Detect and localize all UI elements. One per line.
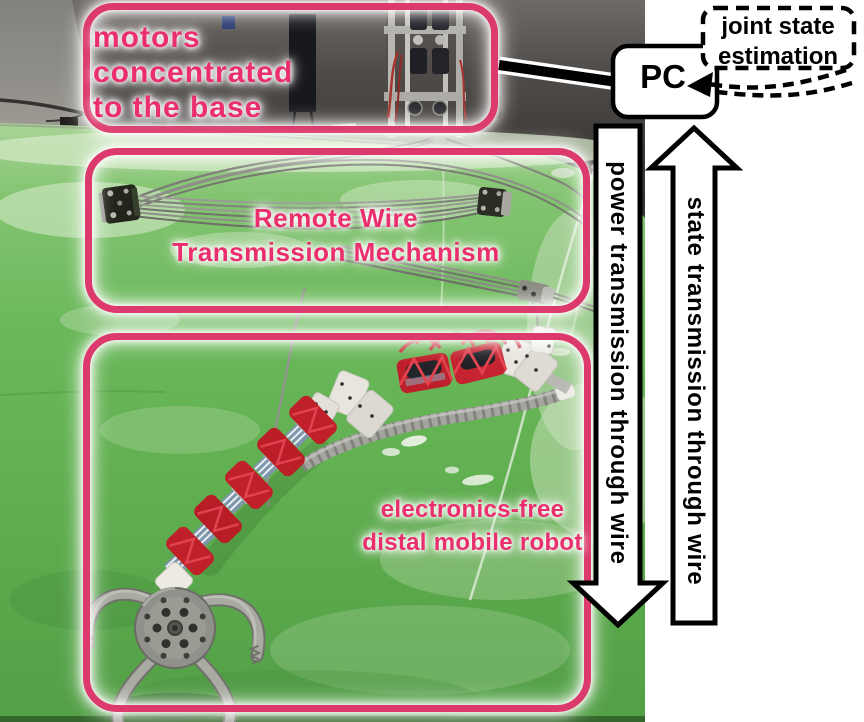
pc-label: PC [640, 58, 686, 95]
wall-device [222, 16, 235, 29]
motor-tower [384, 0, 467, 138]
wire-carriage-left [98, 184, 141, 224]
label-line: concentrated [93, 56, 294, 89]
horizontal-wire-bundle [132, 193, 489, 230]
floor-cable [0, 98, 87, 116]
label-remote-wire-mechanism: Remote Wire Transmission Mechanism [86, 201, 586, 269]
red-cable [386, 51, 400, 119]
label-line: motors [93, 21, 201, 54]
highlight-box-motors [83, 3, 498, 133]
label-line: electronics-free [380, 496, 565, 523]
label-line: Transmission Mechanism [172, 237, 500, 267]
label-electronics-free-robot: electronics-free distal mobile robot [330, 493, 615, 559]
estimation-label-line2: estimation [718, 43, 838, 70]
estimation-label-line1: joint state [720, 13, 834, 40]
red-segment [194, 494, 242, 544]
red-segment [225, 460, 273, 510]
concrete-floor [0, 0, 98, 130]
label-line: Remote Wire [253, 203, 419, 233]
label-motors-concentrated: motors concentrated to the base [93, 20, 293, 125]
state-arrow-label: state transmission through wire [682, 197, 709, 586]
gripper-hub [134, 586, 216, 669]
wire-carriage-right [477, 187, 512, 217]
wire-bundles [132, 137, 602, 508]
wire-carriage-distal [516, 279, 555, 305]
label-line: distal mobile robot [362, 529, 583, 556]
joint-state-estimation-node: joint state estimation [700, 5, 857, 71]
red-segment [257, 427, 305, 477]
estimation-to-pc-dashed-arrow [687, 67, 853, 98]
red-segment [166, 526, 214, 576]
dashed-arrowhead [687, 72, 713, 97]
label-line: to the base [93, 91, 263, 124]
state-transmission-arrow: state transmission through wire [644, 124, 744, 626]
red-segment [289, 395, 337, 445]
red-segment-chain [155, 395, 337, 600]
platform-edge [0, 124, 519, 155]
monitor [289, 14, 316, 112]
